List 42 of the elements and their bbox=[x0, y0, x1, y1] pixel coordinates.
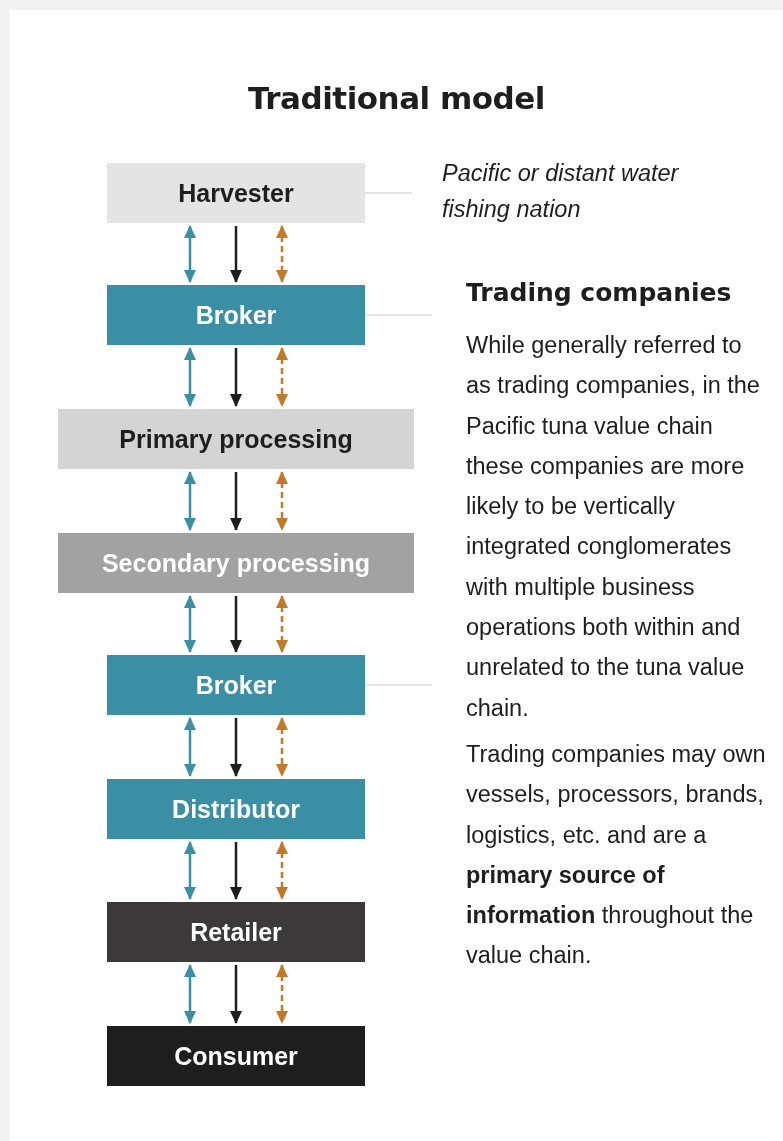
section-heading: Trading companies bbox=[466, 278, 733, 307]
arrow bbox=[276, 595, 288, 653]
arrow bbox=[184, 225, 196, 283]
diagram-title: Traditional model bbox=[247, 80, 546, 116]
box-label: Distributor bbox=[172, 794, 300, 824]
process-box bbox=[58, 533, 414, 593]
arrow bbox=[184, 347, 196, 407]
arrow bbox=[184, 595, 196, 653]
box-label: Consumer bbox=[174, 1041, 298, 1071]
process-box bbox=[107, 163, 365, 223]
arrow bbox=[276, 471, 288, 531]
box-label: Broker bbox=[195, 670, 277, 700]
box-label: Broker bbox=[195, 300, 277, 330]
box-label: Retailer bbox=[190, 917, 282, 947]
process-box bbox=[58, 409, 414, 469]
arrow bbox=[230, 226, 242, 283]
paragraph: While generally referred to as trading companies, in the Pacific tuna value chain these companies are more likely to be vertically integrated conglomerates with multiple business operations both within and unrelated to the tuna value chain. bbox=[466, 331, 761, 723]
arrow bbox=[276, 717, 288, 777]
arrow bbox=[276, 964, 288, 1024]
arrow bbox=[276, 347, 288, 407]
arrow bbox=[276, 225, 288, 283]
annotation-text: Pacific or distant water fishing nation bbox=[442, 159, 680, 224]
paragraph: Trading companies may own vessels, processors, brands, logistics, etc. and are a primary source of information throughout the value chain. bbox=[466, 739, 767, 971]
process-box bbox=[107, 285, 365, 345]
box-label: Harvester bbox=[178, 178, 294, 208]
arrow bbox=[230, 596, 242, 653]
arrow bbox=[230, 718, 242, 777]
arrow bbox=[230, 472, 242, 531]
process-box bbox=[107, 902, 365, 962]
arrow bbox=[230, 348, 242, 407]
arrow bbox=[230, 965, 242, 1024]
arrow bbox=[276, 841, 288, 900]
process-box bbox=[107, 779, 365, 839]
arrow bbox=[230, 842, 242, 900]
arrow bbox=[184, 471, 196, 531]
box-label: Primary processing bbox=[119, 424, 353, 454]
arrow bbox=[184, 964, 196, 1024]
process-box bbox=[107, 655, 365, 715]
box-label: Secondary processing bbox=[101, 548, 371, 578]
process-box bbox=[107, 1026, 365, 1086]
arrow bbox=[184, 841, 196, 900]
arrow bbox=[184, 717, 196, 777]
